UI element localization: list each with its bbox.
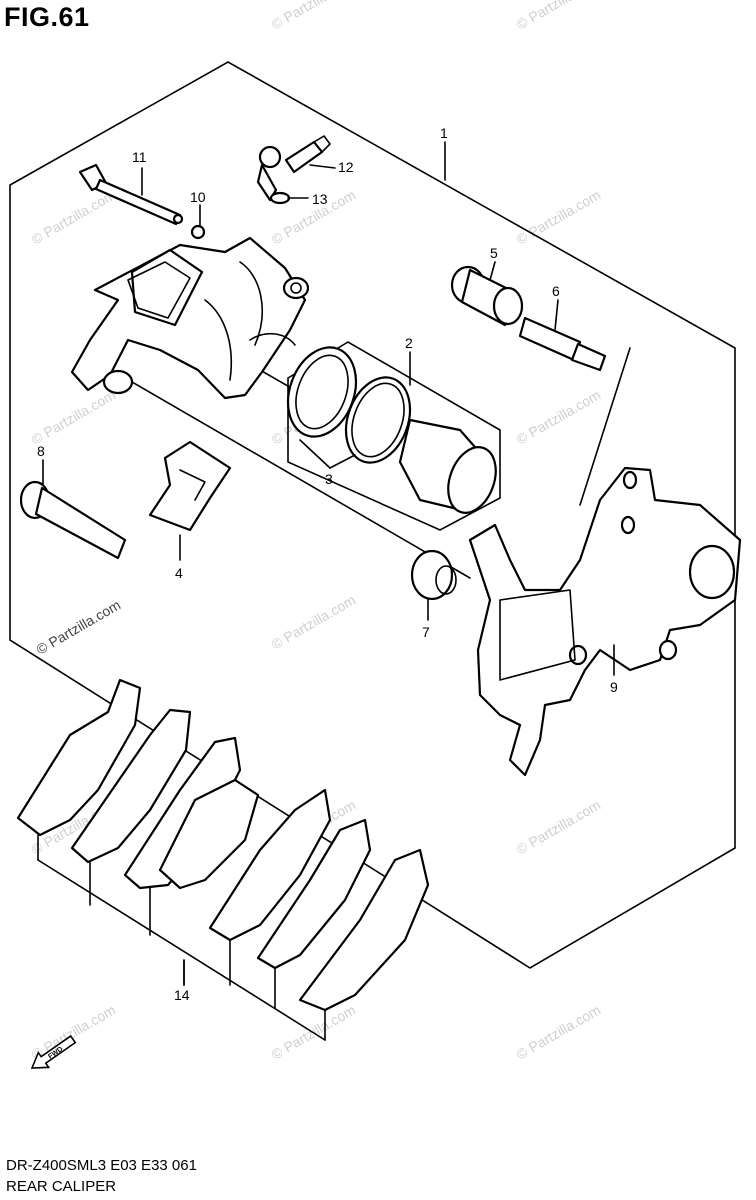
boot: [410, 549, 457, 601]
pad-spring: [148, 440, 232, 532]
callout-13: 13: [312, 191, 328, 207]
caliper-pin-bracket: [518, 316, 607, 372]
bleeder-screw: [78, 163, 184, 226]
callout-labels: 1 2 3 4 5 6 7 8 9 10 11 12 13 14: [37, 125, 618, 1003]
brake-pad-set: [16, 678, 430, 1041]
callout-4: 4: [175, 565, 183, 581]
watermark: © Partzilla.com: [29, 387, 119, 448]
callout-6: 6: [552, 283, 560, 299]
watermark: © Partzilla.com: [29, 1002, 119, 1063]
sleeve-bolt: [450, 265, 524, 327]
model-code: DR-Z400SML3 E03 E33 061: [6, 1157, 197, 1174]
watermark: © Partzilla.com: [269, 0, 359, 33]
watermark: © Partzilla.com: [29, 187, 119, 248]
piston-kit: [286, 341, 501, 531]
bleeder-cap: [190, 224, 206, 240]
forward-arrow-icon: FWD: [30, 1034, 77, 1069]
callout-11: 11: [132, 149, 147, 165]
callout-10: 10: [190, 189, 206, 205]
watermark: © Partzilla.com: [514, 797, 604, 858]
watermark: © Partzilla.com: [269, 592, 359, 653]
watermark: © Partzilla.com: [514, 187, 604, 248]
figure-title: FIG.61: [4, 2, 90, 32]
leader-lines: [42, 141, 615, 986]
assembly-frame: [9, 61, 736, 969]
caliper-bracket: [468, 466, 742, 777]
callout-1: 1: [440, 125, 448, 141]
callout-9: 9: [610, 679, 618, 695]
watermark-primary: © Partzilla.com: [34, 597, 124, 658]
caliper-body: [70, 236, 310, 400]
callout-3: 3: [325, 471, 333, 487]
hose-fitting: [256, 135, 331, 205]
watermark: © Partzilla.com: [514, 0, 604, 33]
callout-14: 14: [174, 987, 190, 1003]
caliper-pin: [19, 480, 127, 560]
callout-5: 5: [490, 245, 498, 261]
callout-8: 8: [37, 443, 45, 459]
watermark: © Partzilla.com: [514, 387, 604, 448]
section-name: REAR CALIPER: [6, 1178, 117, 1195]
callout-12: 12: [338, 159, 354, 175]
callout-2: 2: [405, 335, 413, 351]
watermark: © Partzilla.com: [514, 1002, 604, 1063]
callout-7: 7: [422, 624, 430, 640]
